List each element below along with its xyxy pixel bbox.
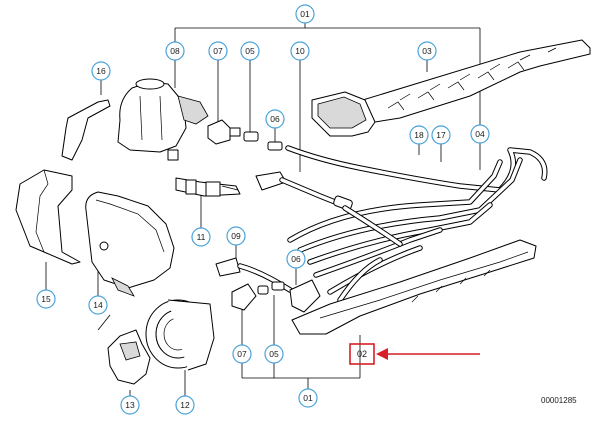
spark-plug-connectors-top bbox=[207, 119, 283, 151]
callout-06-top[interactable]: 06 bbox=[265, 109, 285, 129]
distributor-housing bbox=[85, 191, 175, 297]
svg-text:04: 04 bbox=[475, 129, 485, 139]
svg-text:11: 11 bbox=[197, 232, 206, 242]
callout-18[interactable]: 18 bbox=[409, 125, 429, 145]
callout-07-bottom[interactable]: 07 bbox=[232, 344, 252, 364]
spark-plug-connectors-bottom bbox=[215, 257, 321, 313]
heat-shield bbox=[61, 99, 111, 161]
callout-01-bottom[interactable]: 01 bbox=[298, 388, 318, 408]
callout-08[interactable]: 08 bbox=[165, 41, 185, 61]
lead-guide-rail bbox=[291, 239, 537, 335]
callout-10[interactable]: 10 bbox=[290, 41, 310, 61]
leader-lines bbox=[45, 22, 481, 396]
spark-plug bbox=[175, 177, 241, 197]
svg-text:01: 01 bbox=[303, 393, 313, 403]
diagram-reference-number: 00001285 bbox=[541, 396, 577, 405]
svg-text:17: 17 bbox=[436, 130, 446, 140]
highlighted-callout-02[interactable]: 02 bbox=[349, 343, 375, 365]
callout-14[interactable]: 14 bbox=[88, 295, 108, 315]
callout-05-top[interactable]: 05 bbox=[240, 41, 260, 61]
svg-text:07: 07 bbox=[237, 349, 247, 359]
distributor-rotor bbox=[107, 329, 151, 385]
svg-text:06: 06 bbox=[270, 114, 280, 124]
svg-text:05: 05 bbox=[269, 349, 279, 359]
callout-12[interactable]: 12 bbox=[175, 395, 195, 415]
svg-text:13: 13 bbox=[125, 400, 135, 410]
callout-13[interactable]: 13 bbox=[120, 395, 140, 415]
svg-text:06: 06 bbox=[291, 254, 301, 264]
coil-lead bbox=[255, 171, 403, 247]
svg-text:16: 16 bbox=[96, 66, 106, 76]
callout-01-top[interactable]: 01 bbox=[295, 4, 315, 24]
svg-text:01: 01 bbox=[300, 9, 310, 19]
callout-06-mid[interactable]: 06 bbox=[286, 249, 306, 269]
callout-05-bottom[interactable]: 05 bbox=[264, 344, 284, 364]
red-arrow-icon bbox=[376, 348, 480, 360]
svg-text:05: 05 bbox=[245, 46, 255, 56]
callout-07-top[interactable]: 07 bbox=[208, 41, 228, 61]
callout-11[interactable]: 11 bbox=[191, 227, 211, 247]
drive-pulley bbox=[145, 299, 215, 371]
svg-text:12: 12 bbox=[180, 400, 190, 410]
callout-15[interactable]: 15 bbox=[36, 289, 56, 309]
ignition-lead-cover bbox=[311, 39, 591, 137]
svg-text:10: 10 bbox=[295, 46, 305, 56]
distributor-rotor-cover bbox=[117, 78, 209, 161]
distributor-cover bbox=[15, 169, 81, 265]
svg-text:14: 14 bbox=[93, 300, 103, 310]
callout-04[interactable]: 04 bbox=[470, 124, 490, 144]
svg-text:15: 15 bbox=[41, 294, 51, 304]
svg-text:02: 02 bbox=[357, 349, 367, 359]
callout-03[interactable]: 03 bbox=[417, 41, 437, 61]
svg-text:03: 03 bbox=[422, 46, 432, 56]
ignition-leads bbox=[285, 145, 548, 303]
svg-text:08: 08 bbox=[170, 46, 180, 56]
callout-17[interactable]: 17 bbox=[431, 125, 451, 145]
callout-09[interactable]: 09 bbox=[226, 226, 246, 246]
svg-text:09: 09 bbox=[231, 231, 241, 241]
svg-text:18: 18 bbox=[414, 130, 424, 140]
callout-16[interactable]: 16 bbox=[91, 61, 111, 81]
svg-text:07: 07 bbox=[213, 46, 223, 56]
